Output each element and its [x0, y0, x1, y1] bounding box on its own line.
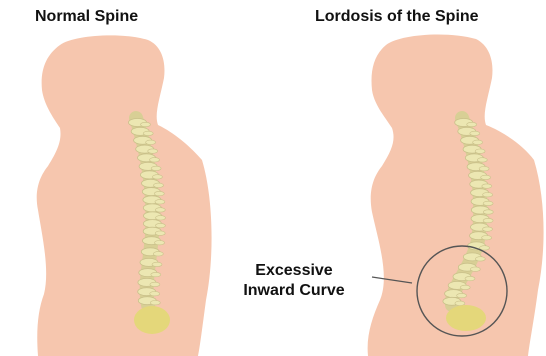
lordosis-vertebra-process-17 [465, 276, 475, 280]
lordosis-vertebra-process-15 [475, 257, 485, 261]
normal-vertebra-process-18 [150, 282, 160, 286]
lordosis-vertebra-process-19 [457, 293, 467, 297]
normal-vertebra-process-10 [155, 208, 165, 212]
normal-body-silhouette [37, 35, 212, 356]
lordosis-vertebra-process-12 [483, 227, 493, 231]
lordosis-vertebra-process-6 [481, 175, 491, 179]
lordosis-vertebra-process-8 [483, 193, 493, 197]
normal-vertebra-process-8 [154, 191, 164, 195]
normal-vertebra-process-6 [152, 175, 162, 179]
normal-vertebra-process-16 [152, 262, 162, 266]
normal-vertebra-process-5 [151, 166, 161, 170]
normal-vertebra-process-19 [150, 292, 160, 296]
lordosis-vertebra-process-9 [483, 201, 493, 205]
lordosis-vertebra-process-20 [455, 301, 465, 305]
lordosis-vertebra-process-2 [473, 140, 483, 144]
lordosis-vertebra-process-0 [467, 122, 477, 126]
lordosis-vertebra-process-1 [470, 131, 480, 135]
normal-vertebra-process-3 [148, 149, 158, 153]
excessive-inward-curve-label: Excessive Inward Curve [219, 261, 369, 301]
normal-vertebra-process-0 [141, 122, 151, 126]
normal-vertebra-process-7 [154, 183, 164, 187]
normal-vertebra-process-12 [155, 223, 165, 227]
normal-sacrum [134, 306, 170, 334]
normal-vertebra-process-20 [150, 301, 160, 305]
lordosis-vertebra-process-11 [483, 218, 493, 222]
normal-vertebra-process-13 [155, 231, 165, 235]
lordosis-vertebra-process-16 [470, 267, 480, 271]
lordosis-vertebra-process-13 [482, 236, 492, 240]
normal-vertebra-process-17 [151, 272, 161, 276]
lordosis-vertebra-process-3 [475, 149, 485, 153]
normal-vertebra-process-15 [153, 252, 163, 256]
lordosis-vertebra-process-5 [479, 167, 489, 171]
lordosis-vertebra-process-18 [460, 285, 470, 289]
normal-vertebra-process-1 [143, 131, 153, 135]
normal-vertebra-process-11 [156, 216, 166, 220]
lordosis-vertebra-process-7 [482, 184, 492, 188]
lordosis-vertebra-process-4 [477, 158, 487, 162]
normal-vertebra-process-14 [155, 241, 165, 245]
normal-vertebra-process-2 [146, 140, 156, 144]
normal-vertebra-process-9 [155, 200, 165, 204]
lordosis-sacrum [446, 305, 486, 331]
normal-vertebra-process-4 [150, 158, 160, 162]
lordosis-vertebra-process-10 [483, 210, 493, 214]
callout-line-1: Excessive [219, 261, 369, 281]
callout-line-2: Inward Curve [219, 281, 369, 301]
